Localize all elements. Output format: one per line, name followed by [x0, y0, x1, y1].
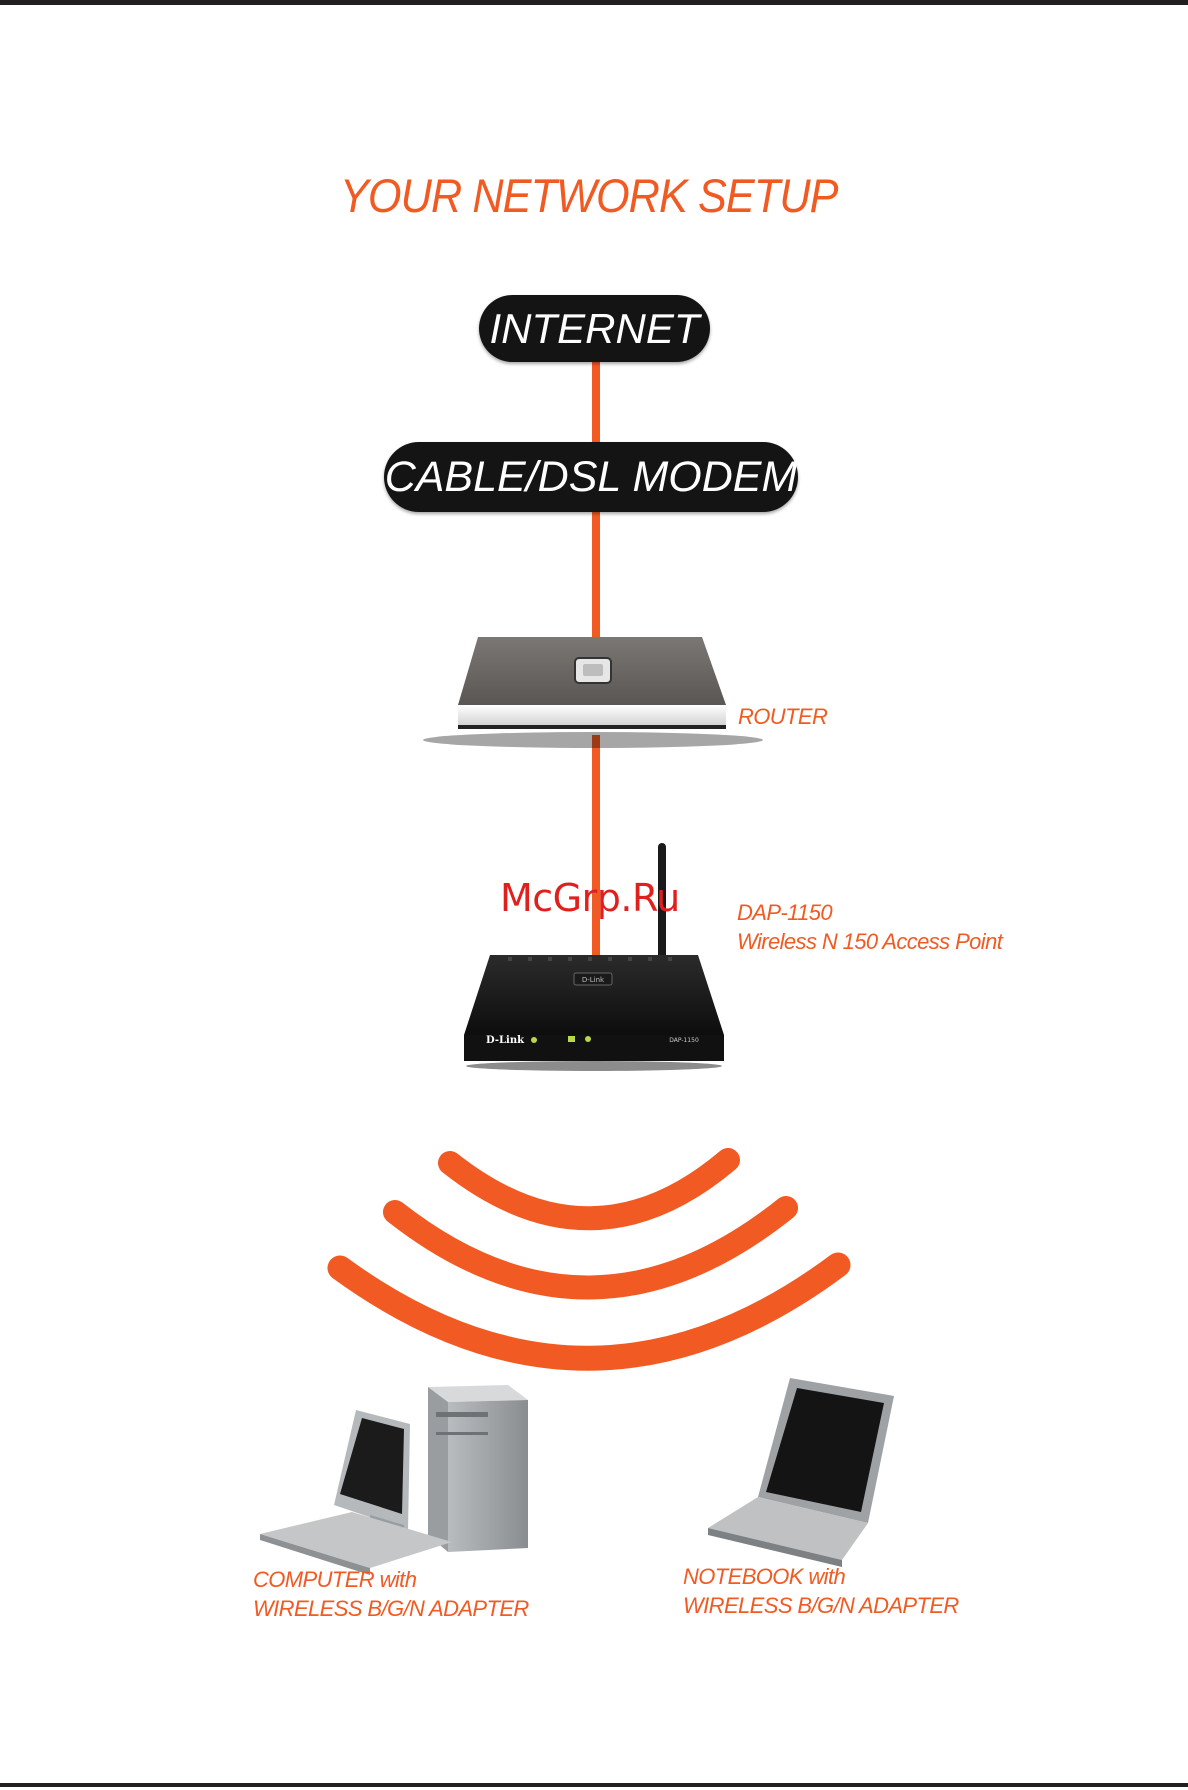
- ap-brand-label: D-Link: [486, 1035, 525, 1046]
- access-point-label: DAP-1150 Wireless N 150 Access Point: [737, 898, 1002, 956]
- ap-model-label: DAP-1150: [669, 1037, 699, 1044]
- notebook-icon: [708, 1378, 894, 1567]
- desktop-computer-icon: [260, 1385, 528, 1575]
- router-label: ROUTER: [738, 702, 827, 731]
- internet-node: INTERNET: [479, 295, 710, 362]
- watermark: McGrp.Ru: [500, 876, 680, 920]
- computer-label: COMPUTER with WIRELESS B/G/N ADAPTER: [253, 1565, 529, 1623]
- wireless-signal-icon: [340, 1160, 838, 1358]
- access-point-description: Wireless N 150 Access Point: [737, 927, 1002, 956]
- bottom-rule: [0, 1783, 1188, 1787]
- ap-top-badge: D-Link: [582, 976, 605, 984]
- router-icon: [423, 637, 763, 748]
- notebook-label: NOTEBOOK with WIRELESS B/G/N ADAPTER: [683, 1562, 959, 1620]
- access-point-model: DAP-1150: [737, 898, 1002, 927]
- modem-node: CABLE/DSL MODEM: [384, 442, 798, 512]
